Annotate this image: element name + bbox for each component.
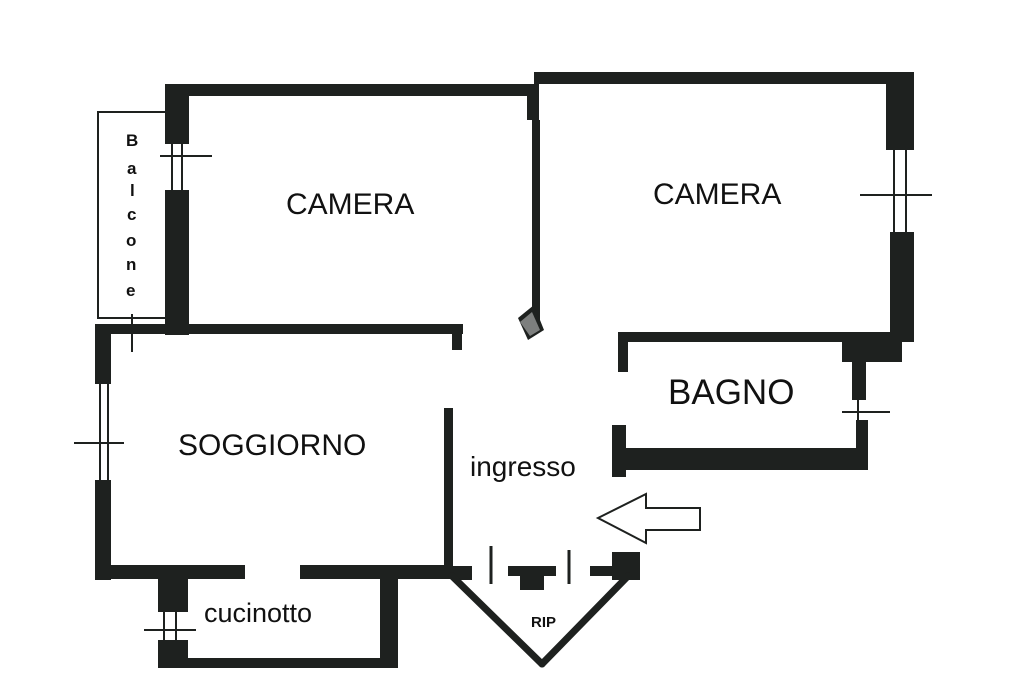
- rip-fixture: [508, 566, 556, 590]
- wall: [890, 232, 914, 342]
- windows: [74, 140, 932, 642]
- door-jamb: [456, 334, 462, 350]
- wall: [95, 480, 111, 580]
- ripostiglio: RIP: [448, 546, 632, 668]
- wall: [534, 72, 914, 84]
- wall: [165, 84, 537, 96]
- balcone-letter: o: [126, 231, 136, 250]
- wall: [165, 190, 189, 335]
- balcone: B a l c o n e: [97, 111, 165, 319]
- wall: [618, 332, 628, 372]
- room-label-soggiorno: SOGGIORNO: [178, 429, 366, 462]
- door-hinge-shade: [520, 312, 540, 336]
- wall: [590, 566, 620, 576]
- wall: [852, 340, 866, 400]
- room-labels: CAMERA CAMERA BAGNO SOGGIORNO ingresso c…: [178, 178, 794, 628]
- room-label-camera-right: CAMERA: [653, 178, 781, 211]
- room-label-cucinotto: cucinotto: [204, 598, 312, 628]
- wall: [444, 408, 453, 578]
- balcone-letter: e: [126, 281, 135, 300]
- wall: [532, 120, 540, 320]
- balcone-letter: B: [126, 131, 138, 150]
- wall: [158, 572, 188, 612]
- rip-wall: [448, 572, 546, 668]
- wall: [165, 84, 189, 144]
- room-label-bagno: BAGNO: [668, 373, 794, 412]
- arrow-left-icon: [595, 492, 701, 545]
- wall: [158, 658, 398, 668]
- wall: [886, 72, 914, 150]
- balcone-letter: c: [127, 205, 136, 224]
- wall: [380, 572, 398, 668]
- balcone-outline: [97, 111, 165, 319]
- wall: [95, 324, 111, 384]
- rip-wall: [538, 572, 632, 668]
- wall: [300, 565, 450, 579]
- wall: [612, 448, 868, 470]
- rip-label: RIP: [531, 614, 556, 631]
- balcone-letter: l: [130, 181, 135, 200]
- wall: [527, 84, 539, 120]
- balcone-letter: n: [126, 255, 136, 274]
- room-label-camera-left: CAMERA: [286, 188, 414, 221]
- balcone-letter: a: [127, 159, 137, 178]
- walls: [95, 72, 914, 668]
- wall: [97, 324, 463, 334]
- room-label-ingresso: ingresso: [470, 451, 576, 482]
- wall: [618, 332, 880, 342]
- entrance-arrow: [595, 492, 701, 545]
- door-details: [456, 305, 544, 350]
